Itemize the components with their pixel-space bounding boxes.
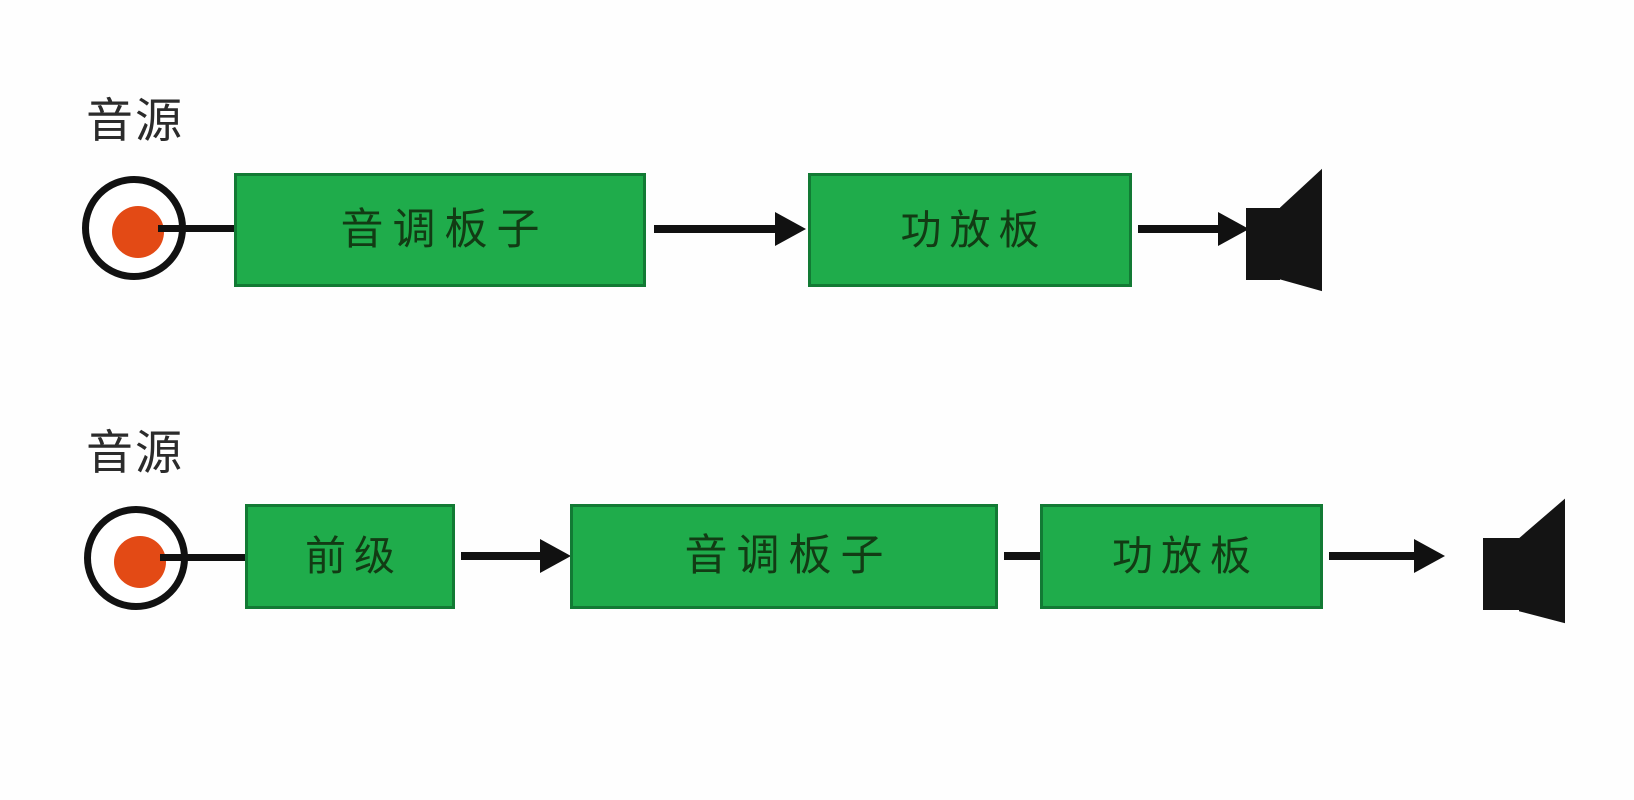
speaker-body [1483,538,1519,610]
arrow-shaft [1329,552,1417,560]
stage-box-tone-top[interactable]: 音调板子 [234,173,646,287]
arrow-head [775,212,806,246]
connector-source-to-pre-bottom [160,554,250,561]
speaker-body [1246,208,1280,280]
stage-box-amp-bottom[interactable]: 功放板 [1040,504,1323,609]
speaker-cone [1280,166,1325,292]
arrow-shaft [654,225,778,233]
stage-box-label: 音调板子 [340,204,549,255]
stage-box-label: 功放板 [1112,532,1259,580]
source-dot [112,206,164,258]
stage-box-pre-bottom[interactable]: 前级 [245,504,455,609]
arrow-shaft [1138,225,1222,233]
connector-source-to-tone-top [158,225,240,232]
stage-box-label: 音调板子 [684,531,893,581]
stage-box-label: 功放板 [900,205,1048,254]
arrow-shaft [461,552,543,560]
arrow-head [1414,539,1445,573]
stage-box-amp-top[interactable]: 功放板 [808,173,1132,287]
speaker-icon [1246,166,1322,292]
source-dot [114,536,166,588]
speaker-cone [1519,496,1568,624]
stage-box-label: 前级 [305,532,403,580]
source-label-bottom: 音源 [86,426,184,481]
speaker-icon [1483,496,1577,624]
source-label-top: 音源 [86,94,184,149]
arrow-head [1218,212,1249,246]
arrow-head [540,539,571,573]
stage-box-tone-bottom[interactable]: 音调板子 [570,504,998,609]
